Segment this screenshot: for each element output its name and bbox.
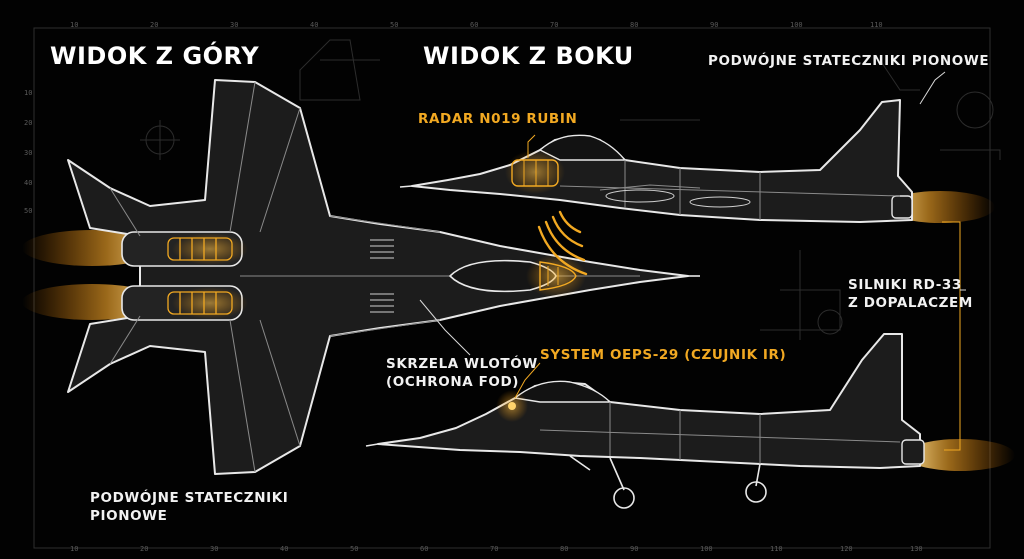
ruler-tick: 40: [24, 179, 33, 187]
ruler-tick: 20: [140, 545, 149, 553]
ruler-tick: 100: [790, 21, 803, 29]
ruler-tick: 130: [910, 545, 923, 553]
ruler-tick: 20: [150, 21, 159, 29]
top-view-aircraft: [22, 79, 700, 475]
ruler-tick: 110: [770, 545, 783, 553]
top-view-heading: WIDOK Z GÓRY: [50, 42, 260, 70]
ruler-tick: 30: [24, 149, 33, 157]
label-intake-line1: SKRZELA WLOTÓW: [386, 356, 538, 372]
ruler-tick: 40: [310, 21, 319, 29]
ruler-tick: 30: [210, 545, 219, 553]
background-schematics: [140, 39, 1001, 340]
ruler-tick: 50: [350, 545, 359, 553]
side-view-heading: WIDOK Z BOKU: [423, 42, 634, 70]
side-view-aircraft-upper: [399, 99, 995, 223]
label-intake-line2: (OCHRONA FOD): [386, 374, 520, 391]
label-vertical-stabilizers-side: PODWÓJNE STATECZNIKI PIONOWE: [708, 53, 990, 69]
label-intake-grilles: SKRZELA WLOTÓW (OCHRONA FOD): [386, 355, 538, 391]
ruler-tick: 70: [490, 545, 499, 553]
ruler-tick: 70: [550, 21, 559, 29]
landing-gear: [569, 455, 767, 509]
ruler-tick: 30: [230, 21, 239, 29]
side-view-aircraft-lower: [365, 333, 1015, 509]
ruler-tick: 100: [700, 545, 713, 553]
ruler-tick: 10: [70, 21, 79, 29]
leader-lines: [419, 71, 966, 451]
ruler-tick: 90: [710, 21, 719, 29]
label-vertical-stabilizers-top-line2: PIONOWE: [90, 508, 168, 525]
ruler-tick: 60: [420, 545, 429, 553]
label-engines-line2: Z DOPALACZEM: [848, 295, 973, 312]
label-engines: SILNIKI RD-33 Z DOPALACZEM: [848, 276, 973, 312]
ruler-tick: 10: [24, 89, 33, 97]
ruler-tick: 10: [70, 545, 79, 553]
ruler-tick: 20: [24, 119, 33, 127]
label-vertical-stabilizers-top: PODWÓJNE STATECZNIKI PIONOWE: [90, 489, 288, 525]
label-irst: SYSTEM OEPS-29 (CZUJNIK IR): [540, 347, 787, 363]
ruler-tick: 60: [470, 21, 479, 29]
radar-wave-icon: [537, 210, 588, 276]
ruler-tick: 90: [630, 545, 639, 553]
blueprint-frame: [33, 27, 991, 549]
label-engines-line1: SILNIKI RD-33: [848, 277, 962, 293]
ruler-tick: 50: [24, 207, 33, 215]
ruler-tick: 80: [630, 21, 639, 29]
ruler-tick: 80: [560, 545, 569, 553]
ruler-tick: 120: [840, 545, 853, 553]
label-radar: RADAR N019 RUBIN: [418, 111, 578, 127]
label-vertical-stabilizers-top-line1: PODWÓJNE STATECZNIKI: [90, 490, 289, 506]
ruler-tick: 50: [390, 21, 399, 29]
ruler-tick: 40: [280, 545, 289, 553]
ruler-tick: 110: [870, 21, 883, 29]
